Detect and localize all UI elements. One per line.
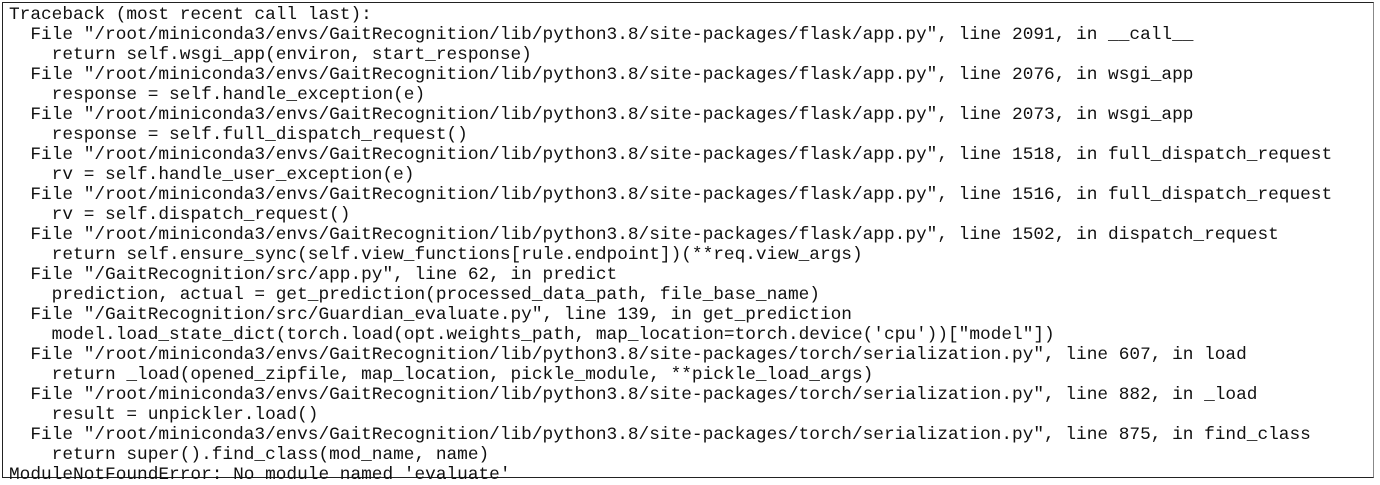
traceback-line: File "/root/miniconda3/envs/GaitRecognit… (9, 25, 1194, 45)
traceback-line: File "/root/miniconda3/envs/GaitRecognit… (9, 385, 1258, 405)
traceback-line: return super().find_class(mod_name, name… (9, 445, 490, 465)
traceback-line: File "/root/miniconda3/envs/GaitRecognit… (9, 425, 1311, 445)
traceback-line: response = self.handle_exception(e) (9, 85, 426, 105)
traceback-line: model.load_state_dict(torch.load(opt.wei… (9, 325, 1055, 345)
traceback-line: File "/root/miniconda3/envs/GaitRecognit… (9, 105, 1194, 125)
traceback-line: File "/root/miniconda3/envs/GaitRecognit… (9, 65, 1194, 85)
traceback-line: prediction, actual = get_prediction(proc… (9, 285, 820, 305)
traceback-line: File "/root/miniconda3/envs/GaitRecognit… (9, 185, 1333, 205)
traceback-line: return self.ensure_sync(self.view_functi… (9, 245, 863, 265)
traceback-text: Traceback (most recent call last): File … (9, 5, 1332, 485)
traceback-line: rv = self.handle_user_exception(e) (9, 165, 415, 185)
traceback-line: File "/root/miniconda3/envs/GaitRecognit… (9, 345, 1247, 365)
traceback-line: return _load(opened_zipfile, map_locatio… (9, 365, 874, 385)
traceback-line: Traceback (most recent call last): (9, 5, 372, 25)
traceback-line: rv = self.dispatch_request() (9, 205, 351, 225)
error-message: ModuleNotFoundError: No module named 'ev… (9, 465, 511, 485)
traceback-line: result = unpickler.load() (9, 405, 319, 425)
traceback-line: File "/root/miniconda3/envs/GaitRecognit… (9, 145, 1333, 165)
traceback-line: File "/GaitRecognition/src/Guardian_eval… (9, 305, 852, 325)
traceback-line: File "/root/miniconda3/envs/GaitRecognit… (9, 225, 1279, 245)
traceback-line: response = self.full_dispatch_request() (9, 125, 468, 145)
traceback-line: return self.wsgi_app(environ, start_resp… (9, 45, 532, 65)
traceback-line: File "/GaitRecognition/src/app.py", line… (9, 265, 618, 285)
